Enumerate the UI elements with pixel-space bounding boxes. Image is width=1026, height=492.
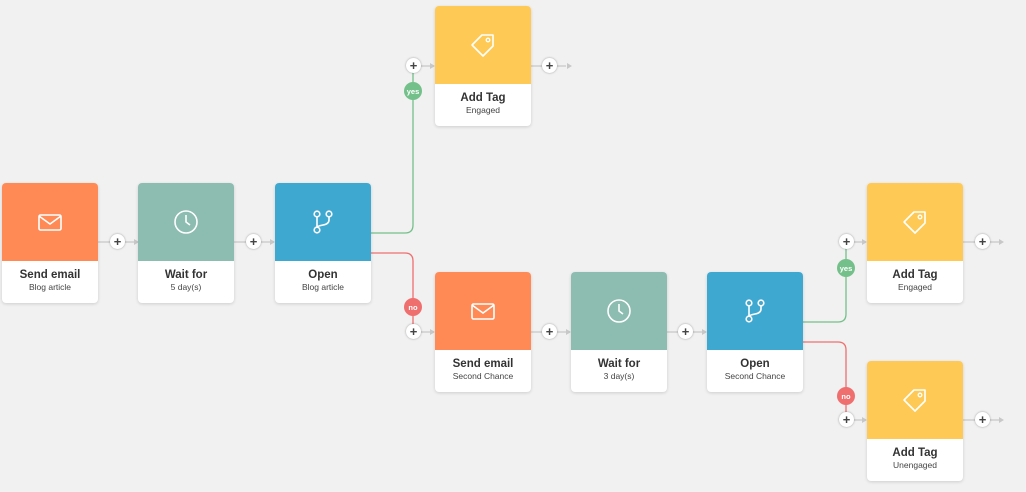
tag-icon <box>903 389 926 412</box>
node-subtitle: Engaged <box>897 282 933 292</box>
no-branch-badge: no <box>837 387 855 405</box>
node-title: Send email <box>19 269 81 281</box>
node-header <box>435 6 531 84</box>
add-step-button[interactable]: + <box>678 324 693 339</box>
node-wait-for-5-days[interactable]: Wait for 5 day(s) <box>138 183 234 303</box>
add-step-button[interactable]: + <box>839 412 854 427</box>
clock-icon <box>174 210 198 234</box>
node-title: Wait for <box>597 358 641 370</box>
yes-branch-badge: yes <box>837 259 855 277</box>
node-add-tag-engaged-top[interactable]: Add Tag Engaged <box>435 6 531 126</box>
node-subtitle: Unengaged <box>893 460 937 470</box>
clock-icon <box>607 299 631 323</box>
node-header <box>275 183 371 261</box>
node-header <box>707 272 803 350</box>
node-send-email-blog-article[interactable]: Send email Blog article <box>2 183 98 303</box>
add-step-button[interactable]: + <box>975 234 990 249</box>
add-step-button[interactable]: + <box>110 234 125 249</box>
add-step-button[interactable]: + <box>406 324 421 339</box>
node-subtitle: 3 day(s) <box>603 371 635 381</box>
add-step-button[interactable]: + <box>975 412 990 427</box>
node-subtitle: 5 day(s) <box>170 282 202 292</box>
node-subtitle: Blog article <box>301 282 345 292</box>
node-title: Add Tag <box>892 447 938 459</box>
tag-icon <box>471 34 494 57</box>
node-wait-for-3-days[interactable]: Wait for 3 day(s) <box>571 272 667 392</box>
node-add-tag-unengaged[interactable]: Add Tag Unengaged <box>867 361 963 481</box>
add-step-button[interactable]: + <box>406 58 421 73</box>
node-subtitle: Second Chance <box>724 371 786 381</box>
envelope-icon <box>38 214 62 231</box>
node-header <box>138 183 234 261</box>
tag-icon <box>903 211 926 234</box>
node-subtitle: Blog article <box>28 282 72 292</box>
node-add-tag-engaged-right[interactable]: Add Tag Engaged <box>867 183 963 303</box>
node-open-blog-article[interactable]: Open Blog article <box>275 183 371 303</box>
add-step-button[interactable]: + <box>542 324 557 339</box>
node-send-email-second-chance[interactable]: Send email Second Chance <box>435 272 531 392</box>
node-subtitle: Engaged <box>465 105 501 115</box>
node-title: Wait for <box>164 269 208 281</box>
arrow-heads <box>134 63 1004 423</box>
branch-icon <box>313 210 333 234</box>
node-title: Open <box>308 269 338 281</box>
envelope-icon <box>471 303 495 320</box>
branch-icon <box>745 299 765 323</box>
node-title: Add Tag <box>892 269 938 281</box>
node-title: Send email <box>452 358 514 370</box>
node-subtitle: Second Chance <box>452 371 514 381</box>
add-step-button[interactable]: + <box>839 234 854 249</box>
node-title: Open <box>740 358 770 370</box>
node-header <box>867 361 963 439</box>
node-header <box>867 183 963 261</box>
no-branch-badge: no <box>404 298 422 316</box>
add-step-button[interactable]: + <box>542 58 557 73</box>
node-header <box>571 272 667 350</box>
node-header <box>2 183 98 261</box>
yes-branch-badge: yes <box>404 82 422 100</box>
node-header <box>435 272 531 350</box>
node-title: Add Tag <box>460 92 506 104</box>
add-step-button[interactable]: + <box>246 234 261 249</box>
node-open-second-chance[interactable]: Open Second Chance <box>707 272 803 392</box>
